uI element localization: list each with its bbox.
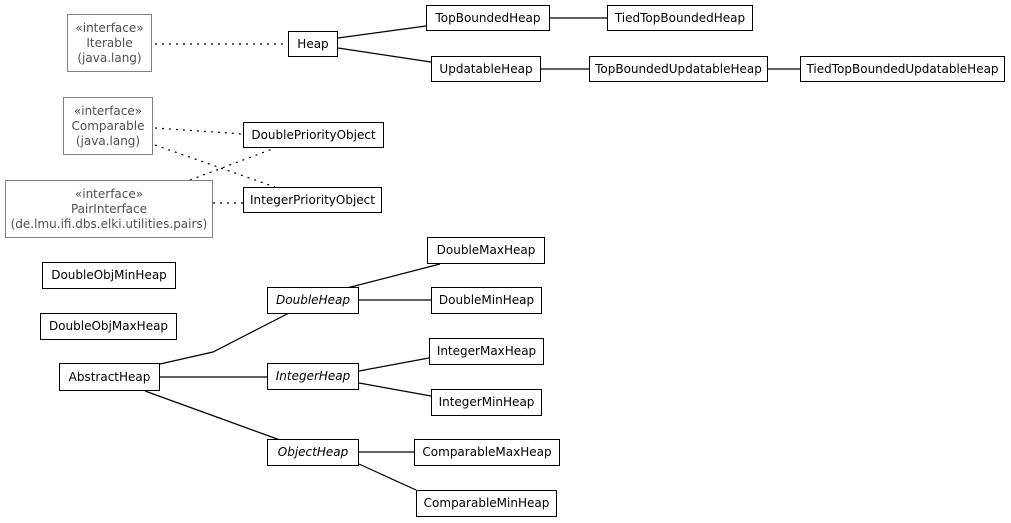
node-updatableheap[interactable]: UpdatableHeap (431, 56, 541, 82)
updatableheap-name: UpdatableHeap (439, 61, 533, 76)
doubleminheap-name: DoubleMinHeap (438, 293, 535, 307)
tiedtopboundedheap-name: TiedTopBoundedHeap (614, 10, 746, 25)
node-heap[interactable]: Heap (288, 31, 338, 57)
comparable-stereotype: «interface» (73, 103, 143, 118)
node-doublepriorityobject[interactable]: DoublePriorityObject (243, 122, 384, 148)
comparable-name: Comparable (71, 118, 145, 133)
topboundedupdatableheap-name: TopBoundedUpdatableHeap (595, 61, 762, 76)
heap-name: Heap (297, 36, 329, 51)
edge-objectheap-comparableminheap (358, 463, 417, 491)
edge-pairinterface-doublepriorityobject (189, 147, 276, 181)
doublemaxheap-name: DoubleMaxHeap (436, 243, 536, 257)
comparablemaxheap-name: ComparableMaxHeap (422, 445, 552, 459)
doublepriorityobject-name: DoublePriorityObject (251, 127, 376, 142)
integermaxheap-name: IntegerMaxHeap (436, 344, 537, 358)
edge-abstractheap-objectheap (144, 390, 281, 441)
pairinterface-name: PairInterface (70, 201, 148, 216)
comparableminheap-name: ComparableMinHeap (423, 496, 550, 510)
node-doublemaxheap[interactable]: DoubleMaxHeap (427, 237, 545, 264)
node-tiedtopboundedheap[interactable]: TiedTopBoundedHeap (607, 5, 753, 31)
iterable-stereotype: «interface» (75, 20, 144, 35)
node-tiedtopboundedupdatableheap[interactable]: TiedTopBoundedUpdatableHeap (800, 56, 1005, 82)
edge-heap-updatableheap (337, 47, 432, 63)
doubleobjmaxheap-name: DoubleObjMaxHeap (48, 319, 169, 333)
node-doubleheap[interactable]: DoubleHeap (267, 287, 359, 314)
abstractheap-name: AbstractHeap (68, 369, 151, 384)
node-integerminheap[interactable]: IntegerMinHeap (431, 389, 542, 416)
comparable-package: (java.lang) (75, 133, 141, 148)
pairinterface-stereotype: «interface» (74, 186, 144, 201)
node-doubleobjmaxheap[interactable]: DoubleObjMaxHeap (40, 313, 177, 340)
objectheap-name: ObjectHeap (277, 445, 349, 459)
edge-comparable-doublepriorityobject (154, 127, 244, 135)
node-integermaxheap[interactable]: IntegerMaxHeap (429, 338, 544, 365)
node-abstractheap[interactable]: AbstractHeap (59, 363, 160, 391)
node-topboundedheap[interactable]: TopBoundedHeap (426, 5, 550, 31)
edge-abstractheap-doubleheap (159, 311, 292, 365)
node-integerpriorityobject[interactable]: IntegerPriorityObject (243, 187, 382, 213)
iterable-package: (java.lang) (77, 50, 142, 65)
node-iterable[interactable]: «interface» Iterable (java.lang) (67, 14, 152, 72)
edge-heap-topboundedheap (337, 25, 427, 39)
doubleobjminheap-name: DoubleObjMinHeap (51, 268, 167, 282)
edge-integerheap-integermaxheap (358, 357, 430, 372)
integerminheap-name: IntegerMinHeap (438, 395, 535, 409)
edge-integerheap-integerminheap (358, 382, 432, 397)
edge-comparable-integerpriorityobject (154, 144, 276, 188)
iterable-name: Iterable (86, 35, 133, 50)
node-pairinterface[interactable]: «interface» PairInterface (de.lmu.ifi.db… (5, 180, 213, 238)
topboundedheap-name: TopBoundedHeap (435, 10, 541, 25)
node-doubleminheap[interactable]: DoubleMinHeap (431, 287, 542, 314)
node-doubleobjminheap[interactable]: DoubleObjMinHeap (42, 262, 176, 289)
node-topboundedupdatableheap[interactable]: TopBoundedUpdatableHeap (589, 56, 768, 82)
node-comparableminheap[interactable]: ComparableMinHeap (416, 490, 557, 517)
edge-doubleheap-doublemaxheap (342, 263, 441, 290)
pairinterface-package: (de.lmu.ifi.dbs.elki.utilities.pairs) (10, 216, 208, 231)
doubleheap-name: DoubleHeap (276, 293, 350, 307)
node-objectheap[interactable]: ObjectHeap (267, 439, 359, 466)
node-comparablemaxheap[interactable]: ComparableMaxHeap (414, 439, 560, 466)
integerheap-name: IntegerHeap (275, 369, 351, 383)
tiedtopboundedupdatableheap-name: TiedTopBoundedUpdatableHeap (806, 61, 999, 76)
node-integerheap[interactable]: IntegerHeap (267, 363, 359, 390)
node-comparable[interactable]: «interface» Comparable (java.lang) (63, 97, 153, 155)
integerpriorityobject-name: IntegerPriorityObject (250, 192, 375, 207)
